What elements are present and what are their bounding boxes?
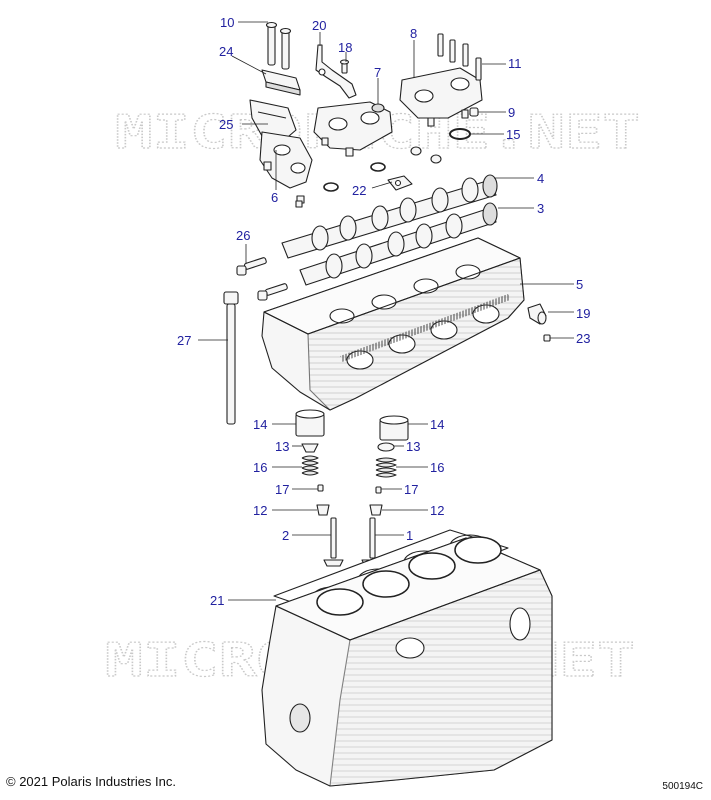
callout-5[interactable]: 5 (576, 277, 584, 292)
callout-13-left[interactable]: 13 (275, 439, 290, 454)
callout-27[interactable]: 27 (177, 333, 192, 348)
part-bucket-14-left[interactable] (295, 409, 325, 437)
callout-12-right[interactable]: 12 (430, 503, 445, 518)
callout-26[interactable]: 26 (236, 228, 251, 243)
callout-25[interactable]: 25 (219, 117, 234, 132)
part-cam-cap-6[interactable] (259, 131, 313, 204)
callout-14-left[interactable]: 14 (253, 417, 268, 432)
part-seal-12-right[interactable] (369, 504, 383, 516)
part-bolts-8-11[interactable] (437, 33, 482, 81)
part-head-bolt-27[interactable] (223, 291, 239, 425)
callout-16-left[interactable]: 16 (253, 460, 268, 475)
part-cover-24[interactable] (261, 69, 301, 96)
part-plug-9[interactable] (469, 107, 479, 117)
part-bucket-14-right[interactable] (379, 415, 409, 441)
callout-20[interactable]: 20 (312, 18, 327, 33)
callout-19[interactable]: 19 (576, 306, 591, 321)
part-screw-23[interactable] (543, 334, 551, 342)
callout-15[interactable]: 15 (506, 127, 521, 142)
callout-9[interactable]: 9 (508, 105, 516, 120)
part-spring-16-right[interactable] (375, 457, 397, 478)
callout-18[interactable]: 18 (338, 40, 353, 55)
part-spring-16-left[interactable] (301, 455, 319, 476)
callout-16-right[interactable]: 16 (430, 460, 445, 475)
callout-3[interactable]: 3 (537, 201, 545, 216)
callout-24[interactable]: 24 (219, 44, 234, 59)
part-bolt-18[interactable] (339, 59, 350, 74)
callout-2[interactable]: 2 (282, 528, 290, 543)
part-cylinder-head-5[interactable] (261, 237, 525, 411)
part-camshaft-4[interactable] (281, 174, 498, 259)
part-bracket-20[interactable] (315, 44, 357, 99)
callout-22[interactable]: 22 (352, 183, 367, 198)
leader-lines (198, 21, 574, 601)
callout-23[interactable]: 23 (576, 331, 591, 346)
part-engine-block[interactable] (261, 536, 553, 787)
callout-11[interactable]: 11 (508, 56, 522, 71)
callout-10[interactable]: 10 (220, 15, 235, 30)
part-retainer-13-left[interactable] (301, 443, 319, 453)
callout-17-left[interactable]: 17 (275, 482, 290, 497)
part-valve-2[interactable] (323, 517, 344, 567)
part-camshaft-3[interactable] (299, 202, 498, 286)
part-rings[interactable] (295, 146, 442, 208)
figure-code: 500194C (662, 781, 703, 792)
callout-6[interactable]: 6 (271, 190, 279, 205)
callout-8[interactable]: 8 (410, 26, 418, 41)
part-seal-12-left[interactable] (316, 504, 330, 516)
callout-21[interactable]: 21 (210, 593, 225, 608)
callout-4[interactable]: 4 (537, 171, 545, 186)
part-cam-cap-assy-7[interactable] (313, 101, 393, 157)
callout-13-right[interactable]: 13 (406, 439, 421, 454)
part-retainer-13-right[interactable] (377, 442, 395, 452)
part-bolts-10[interactable] (265, 21, 292, 70)
callout-17-right[interactable]: 17 (404, 482, 419, 497)
part-bolt-26[interactable] (236, 257, 288, 301)
part-cam-cap-assy-8[interactable] (399, 67, 483, 127)
callout-14-right[interactable]: 14 (430, 417, 445, 432)
part-keepers-17-left[interactable] (317, 484, 324, 492)
part-sensor-19[interactable] (527, 303, 547, 325)
copyright-text: © 2021 Polaris Industries Inc. (6, 774, 176, 789)
part-plate-22[interactable] (387, 175, 413, 191)
callout-12-left[interactable]: 12 (253, 503, 268, 518)
callout-1[interactable]: 1 (406, 528, 414, 543)
callout-7[interactable]: 7 (374, 65, 382, 80)
part-keepers-17-right[interactable] (375, 486, 382, 494)
